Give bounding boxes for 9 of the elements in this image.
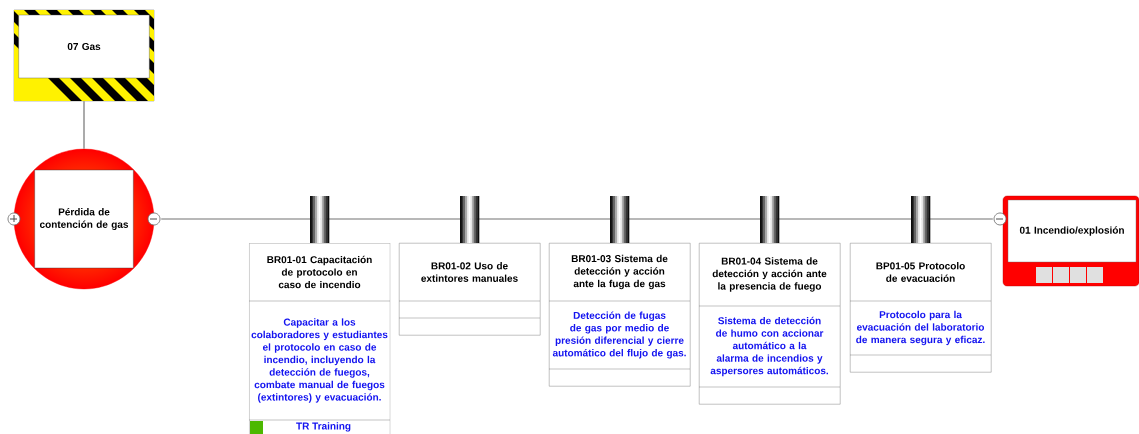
barrier-card: BR01-01 Capacitación de protocolo en caso de incendio Capacitar a los colaboradores y estudiantes el protocolo en caso de incendio, incluyendo la detección de fuegos, combate manual de fuegos (extintores) y evacuación. TR Training [248, 243, 391, 434]
connector-line [160, 218, 994, 220]
consequence-box: 01 Incendio/explosión [1002, 195, 1139, 287]
barrier-card: BP01-05 Protocolo de evacuación Protocolo para la evacuación del laboratorio de manera segura y eficaz. [849, 243, 992, 373]
barrier-card: BR01-04 Sistema de detección y acción ante la presencia de fuego Sistema de detección de humo con accionar automático a la alarma de incendios y aspersores automáticos. [698, 243, 841, 405]
connector-line [83, 100, 85, 150]
barrier-card: BR01-03 Sistema de detección y acción ante la fuga de gas Detección de fugas de gas por medio de presión diferencial y cierre automático del flujo de gas. [548, 243, 691, 387]
barrier-card: BR01-02 Uso de extintores manuales [398, 243, 541, 336]
hazard-box: 07 Gas [13, 9, 155, 102]
